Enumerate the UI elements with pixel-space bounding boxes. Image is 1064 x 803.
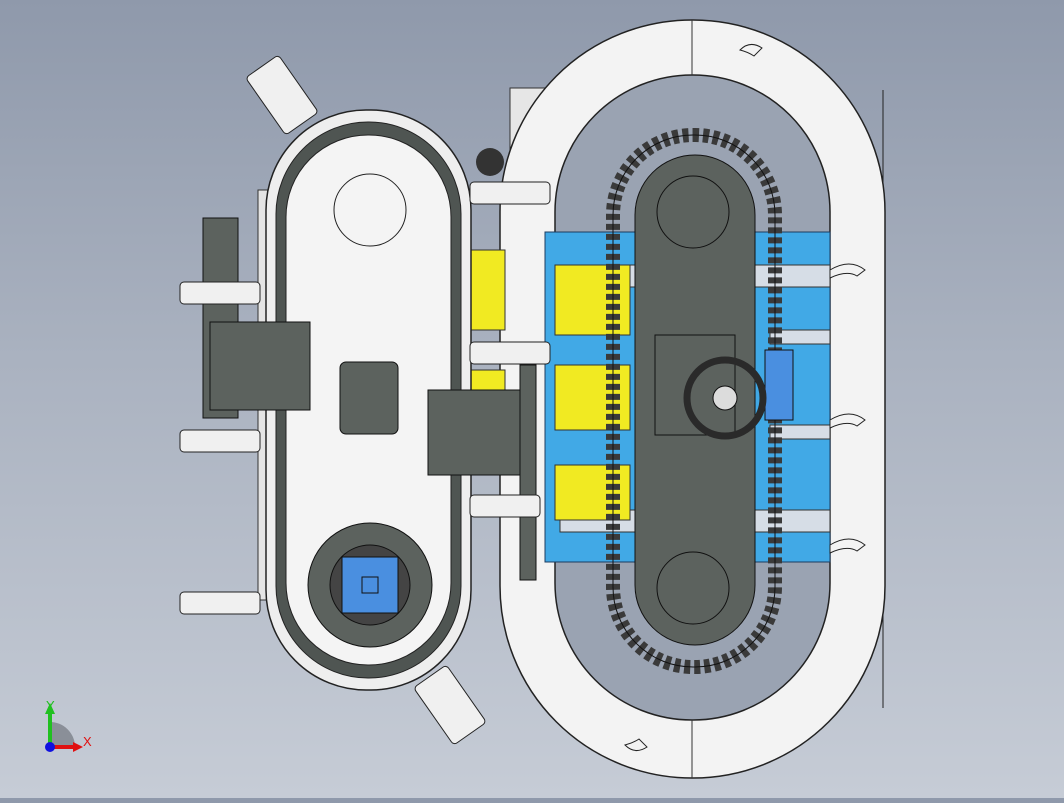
yellow-block-1 xyxy=(469,249,506,331)
clamp xyxy=(469,181,551,205)
top-sprocket xyxy=(656,175,730,249)
yellow-block-2 xyxy=(554,264,631,336)
axis-triad: Y X xyxy=(45,698,92,752)
clamp xyxy=(179,591,261,615)
handwheel xyxy=(683,356,767,440)
hook-3 xyxy=(829,538,866,554)
clamp xyxy=(246,55,318,135)
clamp xyxy=(179,281,261,305)
center-cover xyxy=(339,361,399,435)
hook-bottom xyxy=(624,738,648,751)
y-axis-head xyxy=(45,703,55,714)
x-axis-label: X xyxy=(83,734,92,749)
motor-center xyxy=(361,576,379,594)
clamp xyxy=(469,494,541,518)
y-axis-label: Y xyxy=(46,698,55,713)
triad-arc xyxy=(50,722,75,747)
blue-frame-rail-mid1 xyxy=(769,329,831,345)
clamp xyxy=(414,665,486,745)
left-bracket-box xyxy=(209,321,311,411)
handwheel-hub xyxy=(712,385,738,411)
right-bracket-plate xyxy=(519,364,537,581)
x-axis-head xyxy=(73,742,83,752)
hook-top xyxy=(739,44,763,57)
cable-gland xyxy=(476,148,504,176)
clamp xyxy=(179,429,261,453)
hook-2 xyxy=(829,413,866,429)
gearbox-blue xyxy=(764,349,794,421)
clamp xyxy=(469,341,551,365)
hook-1 xyxy=(829,263,866,279)
clamps xyxy=(179,55,551,745)
motor-blue xyxy=(341,556,399,614)
top-wheel xyxy=(333,173,407,247)
yellow-block-4 xyxy=(554,464,631,521)
right-bracket-box xyxy=(427,389,529,476)
bottom-sprocket xyxy=(656,551,730,625)
z-axis-dot xyxy=(45,742,55,752)
